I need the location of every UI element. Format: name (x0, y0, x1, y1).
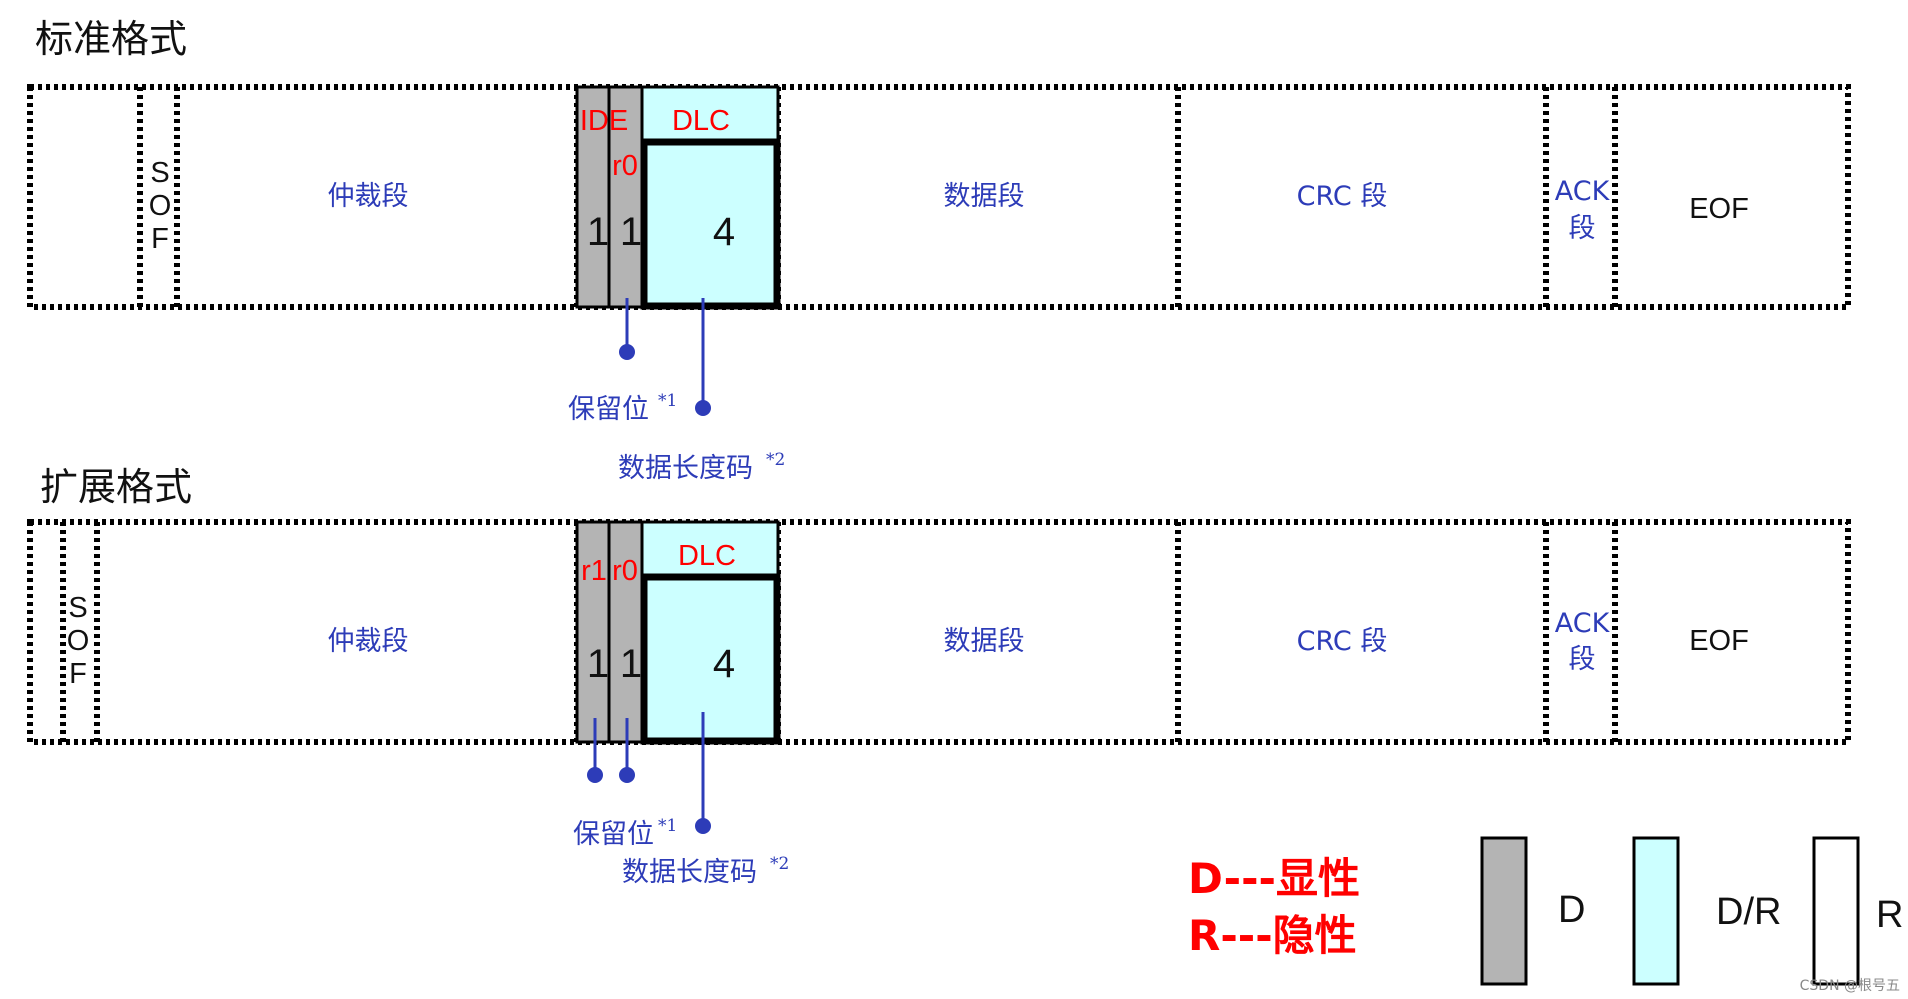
watermark: CSDN @根号五 (1800, 978, 1900, 994)
standard-eof-label: EOF (1689, 193, 1749, 225)
extended-dlc-bit-count: 4 (713, 642, 735, 686)
standard-dlc-label: DLC (672, 105, 730, 137)
extended-format-title: 扩展格式 (40, 465, 192, 509)
extended-format: 扩展格式 S O F 仲裁段 r1 r0 DLC 1 1 4 数据段 CRC 段… (27, 465, 1851, 888)
extended-ack-label-line1: ACK (1555, 608, 1611, 639)
standard-ide-label: IDE (580, 105, 628, 137)
extended-sof-f: F (69, 658, 87, 690)
standard-arbitration-label: 仲裁段 (328, 181, 409, 212)
extended-crc-label: CRC 段 (1297, 626, 1388, 657)
standard-data-label: 数据段 (944, 181, 1025, 212)
standard-ack-label-line1: ACK (1555, 176, 1611, 207)
extended-bit-count-2: 1 (620, 642, 642, 686)
extended-dlc-pointer-dot (695, 818, 711, 834)
legend-recessive-swatch (1812, 836, 1860, 986)
extended-r1-bit-cell (575, 520, 611, 744)
standard-dlc-bits-cell (640, 138, 781, 310)
legend-recessive-swatch-label: R (1876, 894, 1903, 936)
legend: D---显性 R---隐性 D D/R R (1188, 836, 1903, 986)
standard-format: 标准格式 S O F 仲裁段 IDE r0 DLC 1 1 4 数据段 CRC (27, 17, 1851, 484)
standard-crc-label: CRC 段 (1297, 181, 1388, 212)
standard-dlc-pointer-dot (695, 400, 711, 416)
legend-dominant-swatch-label: D (1558, 889, 1585, 931)
extended-r0-label: r0 (612, 555, 638, 587)
standard-reserved-pointer-dot (619, 344, 635, 360)
legend-dominant-recessive-swatch (1632, 836, 1680, 986)
extended-dlc-bits-cell (640, 573, 781, 745)
standard-frame-outline (27, 84, 1851, 310)
standard-reserved-footnote: *1 (658, 391, 677, 411)
standard-bit-count-1: 1 (587, 210, 609, 254)
legend-dominant-swatch (1480, 836, 1528, 986)
standard-sof-s: S (150, 157, 169, 189)
extended-ack-label-line2: 段 (1569, 644, 1596, 675)
extended-r1-pointer-dot (587, 767, 603, 783)
extended-sof-s: S (68, 592, 87, 624)
extended-reserved-footnote: *1 (658, 816, 677, 836)
extended-r1-label: r1 (581, 555, 607, 587)
extended-eof-label: EOF (1689, 625, 1749, 657)
legend-dominant-recessive-swatch-label: D/R (1716, 891, 1781, 933)
extended-r0-pointer-dot (619, 767, 635, 783)
standard-bit-count-2: 1 (620, 210, 642, 254)
standard-format-title: 标准格式 (35, 17, 187, 61)
extended-sof-o: O (67, 625, 90, 657)
standard-sof-o: O (149, 190, 172, 222)
extended-frame-outline (27, 519, 1851, 745)
standard-reserved-annotation: 保留位 (568, 394, 649, 425)
standard-dlc-annotation: 数据长度码 (618, 453, 753, 484)
extended-data-label: 数据段 (944, 626, 1025, 657)
extended-reserved-annotation: 保留位 (573, 819, 654, 850)
extended-pointer-lines (593, 712, 705, 826)
extended-dlc-header-cell (640, 520, 780, 579)
standard-ack-label-line2: 段 (1569, 213, 1596, 244)
extended-dlc-label: DLC (678, 540, 736, 572)
standard-dlc-bit-count: 4 (713, 210, 735, 254)
extended-dlc-annotation: 数据长度码 (622, 857, 757, 888)
standard-sof-f: F (151, 223, 169, 255)
standard-r0-label: r0 (612, 150, 638, 182)
standard-dlc-footnote: *2 (766, 450, 785, 470)
legend-recessive-meaning: R---隐性 (1188, 911, 1357, 960)
extended-arbitration-label: 仲裁段 (328, 626, 409, 657)
standard-pointer-lines (625, 298, 705, 408)
extended-bit-count-1: 1 (587, 642, 609, 686)
extended-dlc-footnote: *2 (770, 854, 789, 874)
legend-dominant-meaning: D---显性 (1188, 854, 1360, 903)
